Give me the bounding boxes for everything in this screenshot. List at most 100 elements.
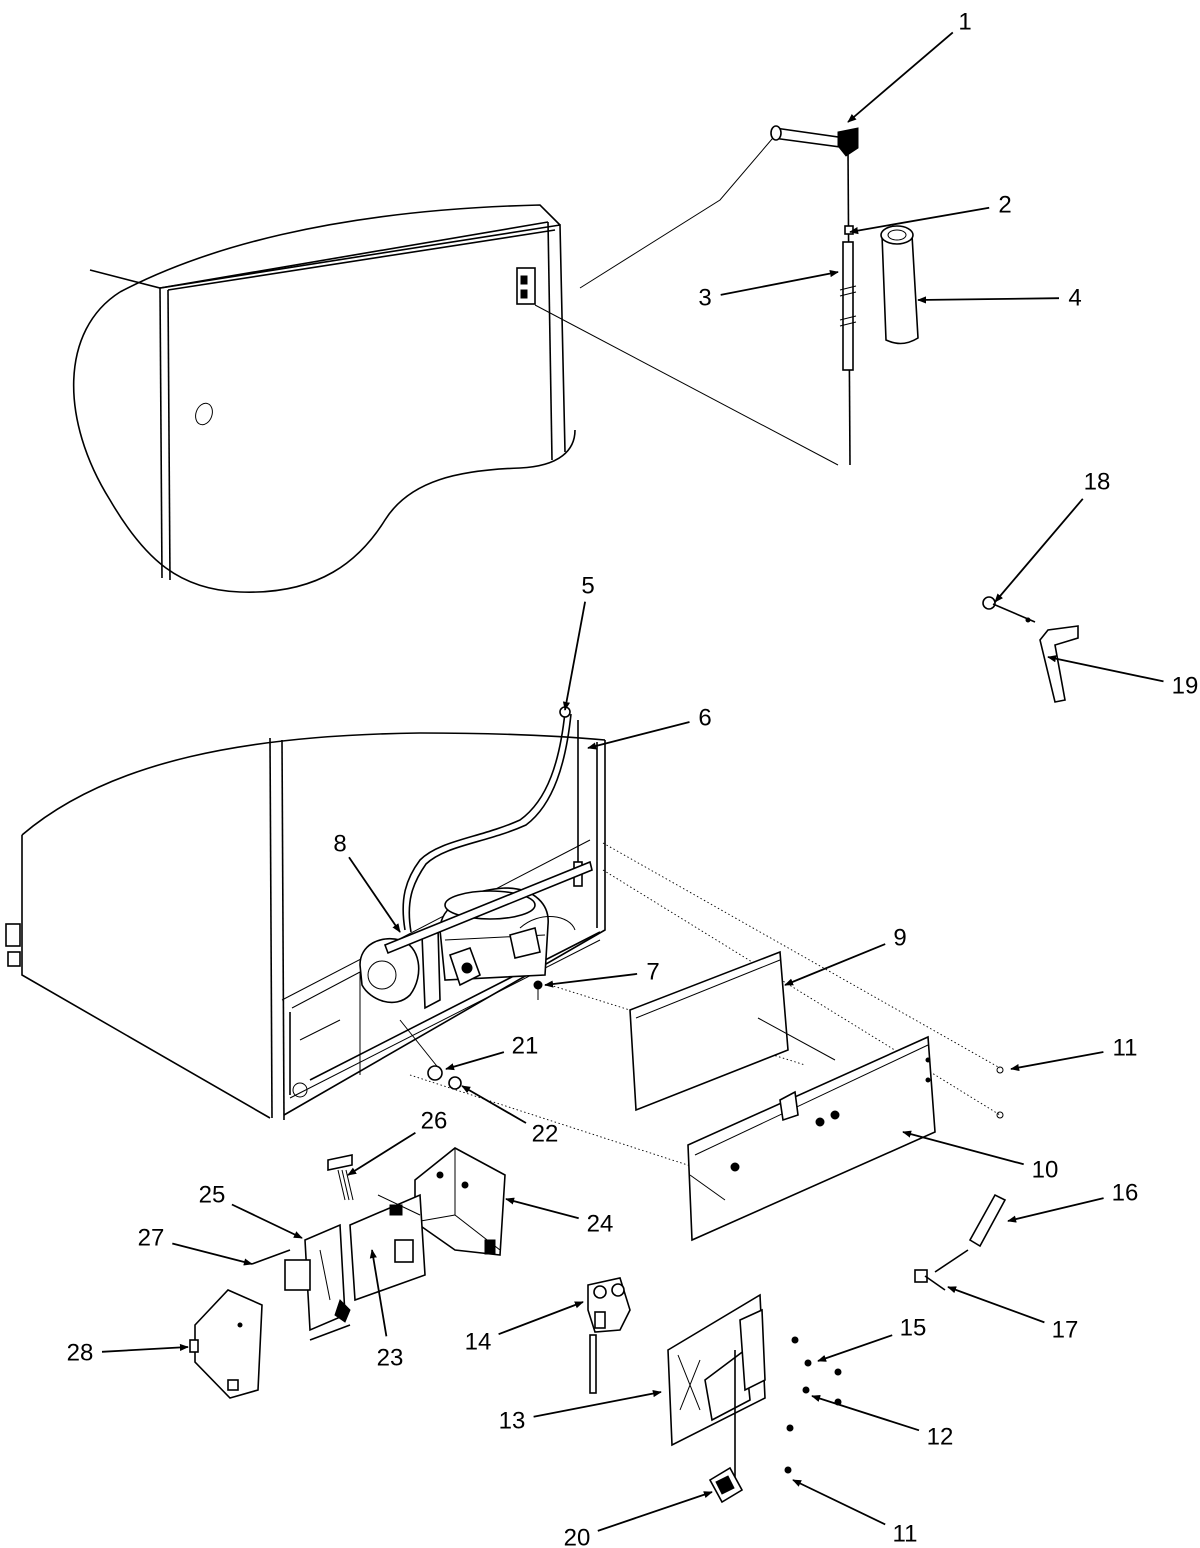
callout-label: 10 (1032, 1157, 1059, 1184)
callout-leader-arrow (817, 1334, 893, 1362)
callout-9: 9 (784, 925, 907, 986)
callout-leader-arrow (784, 943, 886, 986)
front-panel-9 (629, 950, 789, 1112)
callout-18: 18 (994, 469, 1111, 603)
clip-20 (708, 1466, 744, 1504)
callout-leader-arrow (533, 1390, 662, 1418)
callout-label: 13 (499, 1408, 526, 1435)
callout-14: 14 (465, 1301, 584, 1356)
callout-label: 6 (698, 705, 711, 732)
callout-leader-arrow (369, 1249, 388, 1337)
callout-3: 3 (698, 270, 839, 312)
callout-label: 25 (199, 1182, 226, 1209)
callout-11: 11 (792, 1479, 918, 1548)
callout-label: 28 (67, 1340, 94, 1367)
callout-label: 20 (564, 1525, 591, 1548)
callout-label: 7 (646, 959, 659, 986)
callout-leader-arrow (720, 270, 839, 296)
callout-label: 23 (377, 1345, 404, 1372)
callout-19: 19 (1047, 655, 1199, 700)
callout-leader-arrow (811, 1395, 920, 1432)
callout-label: 27 (138, 1225, 165, 1252)
callout-leader-arrow (917, 296, 1060, 304)
callout-leader-arrow (994, 498, 1084, 603)
callout-leader-arrow (505, 1197, 579, 1220)
callout-label: 16 (1112, 1180, 1139, 1207)
callout-label: 17 (1052, 1317, 1079, 1344)
callout-leader-arrow (348, 856, 401, 933)
callout-leader-arrow (1047, 655, 1164, 683)
cover-28 (189, 1289, 263, 1399)
hinge-leader-lines (534, 131, 839, 466)
callout-23: 23 (369, 1249, 404, 1372)
callout-24: 24 (505, 1197, 614, 1238)
callout-leader-arrow (172, 1242, 253, 1266)
callout-21: 21 (445, 1033, 539, 1071)
callout-10: 10 (902, 1130, 1059, 1184)
callout-label: 26 (421, 1108, 448, 1135)
callout-leader-arrow (347, 1131, 416, 1176)
callout-label: 24 (587, 1211, 614, 1238)
callout-1: 1 (847, 9, 972, 123)
callout-label: 15 (900, 1315, 927, 1342)
callout-label: 22 (532, 1121, 559, 1148)
callout-label: 3 (698, 285, 711, 312)
callout-leader-arrow (445, 1051, 505, 1071)
callout-5: 5 (562, 573, 595, 711)
callout-6: 6 (587, 705, 712, 750)
callout-leader-arrow (231, 1203, 303, 1239)
callout-label: 14 (465, 1329, 492, 1356)
callout-12: 12 (811, 1395, 954, 1451)
bracket-assembly-18-19 (982, 596, 1079, 703)
callout-leader-arrow (847, 31, 954, 123)
callout-17: 17 (947, 1286, 1079, 1344)
callout-8: 8 (333, 831, 401, 933)
callout-label: 11 (1113, 1035, 1138, 1062)
callout-22: 22 (461, 1085, 559, 1148)
callout-leader-arrow (902, 1130, 1024, 1166)
callout-leader-arrow (544, 973, 638, 988)
callout-25: 25 (199, 1182, 303, 1239)
callout-label: 8 (333, 831, 346, 858)
bushing-tube (880, 225, 919, 345)
callout-leader-arrow (1010, 1051, 1104, 1072)
callout-label: 2 (998, 192, 1011, 219)
callout-11: 11 (1010, 1035, 1138, 1072)
parts-16-17 (914, 1193, 1007, 1291)
callout-16: 16 (1007, 1180, 1139, 1223)
upper-cabinet (72, 204, 576, 593)
mounting-plate-13 (667, 1293, 842, 1490)
callout-label: 12 (927, 1424, 954, 1451)
callout-label: 18 (1084, 469, 1111, 496)
callout-leader-arrow (1007, 1197, 1104, 1223)
callout-label: 21 (512, 1033, 539, 1060)
water-valve-14 (587, 1277, 631, 1394)
callout-label: 4 (1068, 285, 1081, 312)
washers-11 (996, 1066, 1004, 1119)
callout-leader-arrow (498, 1301, 584, 1336)
callout-leader-arrow (461, 1085, 527, 1124)
lower-cabinet (5, 706, 606, 1121)
callout-label: 1 (958, 9, 971, 36)
callout-28: 28 (67, 1340, 189, 1367)
callout-label: 9 (893, 925, 906, 952)
callout-leader-arrow (101, 1343, 189, 1353)
access-panel-10 (687, 1017, 936, 1242)
callout-label: 5 (581, 573, 594, 600)
callout-2: 2 (849, 192, 1012, 235)
callout-7: 7 (544, 959, 660, 988)
callout-13: 13 (499, 1390, 662, 1435)
callout-20: 20 (564, 1491, 713, 1548)
callout-leader-arrow (849, 206, 990, 235)
callout-15: 15 (817, 1315, 927, 1362)
hinge-pin-assembly (770, 125, 859, 466)
callout-leader-arrow (562, 601, 586, 711)
control-box-assembly (251, 1147, 506, 1341)
callout-label: 11 (893, 1521, 918, 1548)
callout-26: 26 (347, 1108, 448, 1176)
callout-27: 27 (138, 1225, 253, 1266)
callout-leader-arrow (587, 721, 690, 750)
callout-label: 19 (1172, 673, 1199, 700)
